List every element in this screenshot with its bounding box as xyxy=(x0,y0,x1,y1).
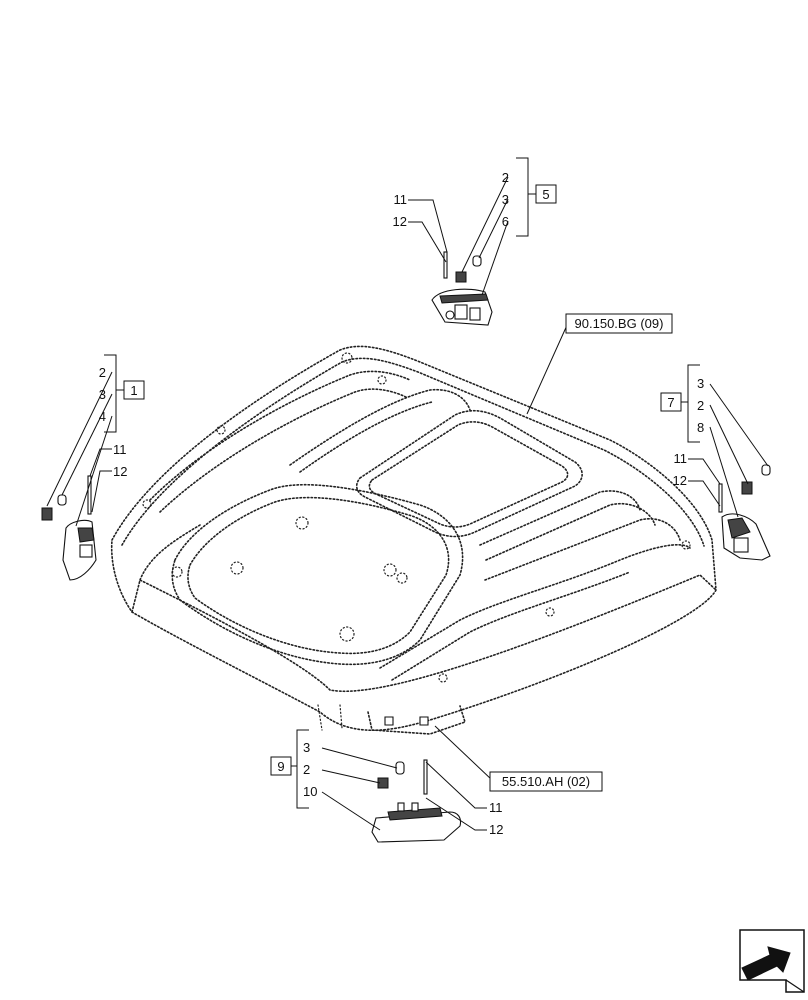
callout-bottom-11: 11 xyxy=(489,800,503,815)
callout-5-item-2: 2 xyxy=(502,170,509,185)
callout-9-item-10: 10 xyxy=(303,784,317,799)
callout-5-item-3: 3 xyxy=(502,192,509,207)
left-work-lamp xyxy=(41,475,97,581)
group-1-box-label[interactable]: 1 xyxy=(130,383,137,398)
cab-roof-outline xyxy=(110,345,717,735)
callout-7-item-8: 8 xyxy=(697,420,704,435)
callout-top-11: 11 xyxy=(394,192,408,207)
callout-5-item-6: 6 xyxy=(502,214,509,229)
callout-left-12: 12 xyxy=(113,464,127,479)
callout-right-12: 12 xyxy=(673,473,687,488)
callout-7-item-2: 2 xyxy=(697,398,704,413)
ref-lamp-bottom[interactable]: 55.510.AH (02) xyxy=(502,774,590,789)
bottom-work-lamp xyxy=(371,759,462,843)
callout-9-item-3: 3 xyxy=(303,740,310,755)
group-7-box-label[interactable]: 7 xyxy=(667,395,674,410)
callout-top-12: 12 xyxy=(393,214,407,229)
arrow-next-page-icon[interactable] xyxy=(739,929,805,993)
ref-cab-roof[interactable]: 90.150.BG (09) xyxy=(575,316,664,331)
top-work-lamp xyxy=(431,251,493,326)
callout-1-item-4: 4 xyxy=(99,409,106,424)
callout-left-11: 11 xyxy=(113,442,127,457)
callout-bottom-12: 12 xyxy=(489,822,503,837)
callout-1-item-3: 3 xyxy=(99,387,106,402)
callout-right-11: 11 xyxy=(674,451,688,466)
callout-1-item-2: 2 xyxy=(99,365,106,380)
front-lamp-housing xyxy=(384,716,429,726)
right-work-lamp xyxy=(718,464,771,561)
callout-7-item-3: 3 xyxy=(697,376,704,391)
group-9-box-label[interactable]: 9 xyxy=(277,759,284,774)
group-5-box-label[interactable]: 5 xyxy=(542,187,549,202)
callout-9-item-2: 2 xyxy=(303,762,310,777)
